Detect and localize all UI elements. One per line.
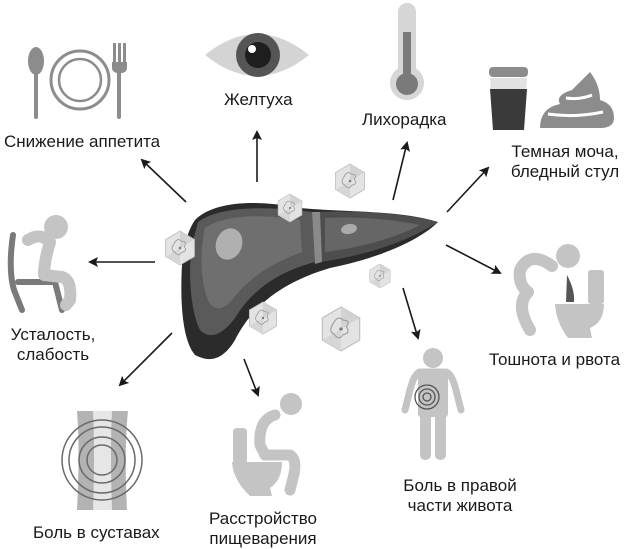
label-nausea: Тошнота и рвота bbox=[489, 350, 620, 370]
label-fever: Лихорадка bbox=[362, 110, 447, 130]
label-line: Боль в правой bbox=[403, 476, 517, 495]
virus-icon bbox=[335, 163, 365, 199]
label-line: Расстройство bbox=[208, 509, 317, 528]
label-joints: Боль в суставах bbox=[33, 523, 160, 543]
label-line: Усталость, bbox=[10, 325, 96, 344]
plate-spoon-fork-icon bbox=[28, 43, 127, 119]
glass-and-stool-icon bbox=[489, 67, 614, 130]
label-line: Темная моча, bbox=[511, 142, 619, 161]
arrow-joints bbox=[118, 332, 173, 387]
arrow-urine-stool bbox=[446, 166, 490, 213]
label-appetite: Снижение аппетита bbox=[4, 132, 160, 152]
label-line: бледный стул bbox=[510, 162, 620, 181]
liver-illustration bbox=[181, 203, 438, 360]
person-on-toilet-icon bbox=[232, 393, 302, 496]
label-line: части живота bbox=[407, 496, 513, 515]
label-digestion: Расстройство пищеварения bbox=[198, 509, 328, 549]
label-line: слабость bbox=[16, 345, 90, 364]
arrows bbox=[88, 130, 502, 397]
tired-person-chair-icon bbox=[7, 215, 77, 313]
arrow-abdomen bbox=[402, 287, 421, 340]
virus-icon bbox=[369, 263, 391, 289]
arrow-fever bbox=[392, 141, 410, 201]
joint-pain-icon bbox=[61, 411, 143, 510]
eye-icon bbox=[205, 33, 309, 77]
label-fatigue: Усталость, слабость bbox=[4, 325, 102, 365]
liver-highlight bbox=[215, 228, 243, 260]
label-line: пищеварения bbox=[209, 529, 317, 548]
label-line: Снижение аппетита bbox=[4, 132, 161, 151]
label-line: Лихорадка bbox=[362, 110, 447, 129]
label-line: Тошнота и рвота bbox=[489, 350, 621, 369]
label-line: Желтуха bbox=[224, 90, 293, 109]
virus-icon bbox=[321, 306, 361, 352]
arrow-nausea bbox=[445, 244, 502, 274]
label-urine-stool: Темная моча, бледный стул bbox=[500, 142, 630, 182]
arrow-appetite bbox=[140, 158, 187, 203]
label-abdomen: Боль в правой части живота bbox=[385, 476, 535, 516]
abdominal-pain-person-icon bbox=[401, 348, 465, 460]
label-jaundice: Желтуха bbox=[224, 90, 293, 110]
thermometer-icon bbox=[390, 3, 424, 100]
arrow-digestion bbox=[243, 358, 260, 397]
label-line: Боль в суставах bbox=[33, 523, 160, 542]
vomiting-person-icon bbox=[513, 244, 604, 338]
